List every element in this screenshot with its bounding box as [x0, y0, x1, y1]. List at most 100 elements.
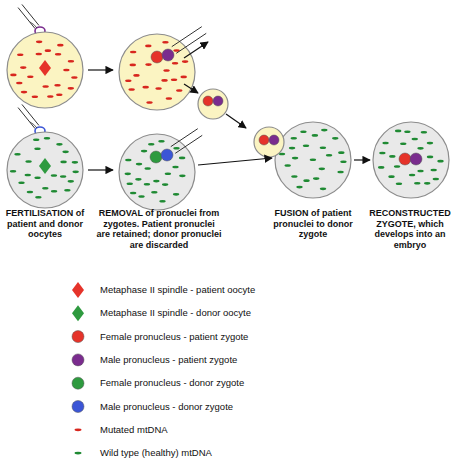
mtdna-mark: [172, 62, 178, 65]
mtdna-mark: [338, 151, 344, 154]
pipette-wall: [171, 129, 198, 147]
mtdna-mark: [179, 157, 185, 160]
mtdna-mark: [125, 159, 131, 162]
mtdna-mark: [125, 80, 131, 83]
mtdna-mark: [289, 147, 295, 150]
mtdna-mark: [144, 167, 150, 170]
mtdna-mark: [400, 142, 406, 145]
mtdna-mark: [146, 101, 152, 104]
mtdna-mark: [138, 195, 144, 198]
mtdna-mark: [16, 82, 22, 85]
spindle-donor: [39, 158, 51, 174]
mtdna-mark: [34, 147, 40, 150]
mtdna-mark: [36, 53, 42, 56]
mtdna-mark: [388, 175, 394, 178]
cell-membrane: [373, 122, 449, 198]
mtdna-mark: [21, 91, 27, 94]
mtdna-mark: [320, 188, 326, 191]
mtdna-mark: [72, 171, 78, 174]
cell: [7, 32, 83, 108]
mtdna-mark: [163, 69, 169, 72]
mtdna-mark: [36, 41, 42, 44]
mtdna-mark: [417, 147, 423, 150]
mtdna-mark: [337, 171, 343, 174]
legend-symbol: [72, 354, 84, 366]
mtdna-mark: [389, 155, 395, 158]
pipette-wall: [175, 135, 202, 153]
mtdna-mark: [165, 172, 171, 175]
mtdna-mark: [62, 151, 68, 154]
mtdna-mark: [313, 177, 319, 180]
mtdna-mark: [17, 53, 23, 56]
mtdna-mark: [437, 160, 443, 163]
mtdna-mark: [182, 60, 188, 63]
mtdna-mark: [173, 147, 179, 150]
mtdna-mark: [173, 193, 179, 196]
mtdna-mark: [127, 182, 133, 185]
mtdna-mark: [427, 142, 433, 145]
mtdna-mark: [18, 181, 24, 184]
mtdna-mark: [312, 134, 318, 137]
process-arrow: [184, 84, 198, 93]
mtdna-mark: [396, 183, 402, 186]
mtdna-mark: [303, 144, 309, 147]
mtdna-mark: [395, 130, 401, 133]
pipette-wall: [176, 33, 206, 53]
mtdna-mark: [42, 85, 48, 88]
mtdna-mark: [60, 175, 66, 178]
mtdna-mark: [42, 187, 48, 190]
mtdna-mark: [136, 163, 142, 166]
mtdna-mark: [72, 161, 78, 164]
legend-text: Mutated mtDNA: [100, 424, 168, 436]
legend-text: Female pronucleus - donor zygote: [100, 377, 244, 389]
process-arrow: [226, 114, 246, 128]
cell-membrane: [198, 89, 228, 119]
cell-membrane: [119, 34, 195, 110]
mtdna-mark: [319, 168, 325, 171]
mtdna-mark: [10, 74, 16, 77]
mtdna-mark: [404, 130, 410, 133]
mtdna-mark: [291, 175, 297, 178]
mtdna-mark: [34, 176, 40, 179]
legend-symbol: [75, 452, 82, 455]
legend-symbol: [72, 305, 84, 321]
mtdna-mark: [412, 138, 418, 141]
mtdna-mark: [296, 186, 302, 189]
mtdna-mark: [68, 60, 74, 63]
cell-membrane: [7, 32, 83, 108]
female-pronucleus-patient: [259, 135, 269, 145]
mtdna-mark: [47, 95, 53, 98]
mtdna-mark: [153, 180, 159, 183]
mtdna-mark: [45, 49, 51, 52]
mtdna-mark: [20, 66, 26, 69]
mtdna-mark: [155, 87, 161, 90]
cell-membrane: [275, 122, 351, 198]
mtdna-mark: [71, 76, 77, 79]
mtdna-mark: [162, 41, 168, 44]
mtdna-mark: [44, 137, 50, 140]
cell: [119, 134, 195, 210]
legend-text: Female pronucleus - patient zygote: [100, 331, 248, 343]
mtdna-mark: [430, 169, 436, 172]
mtdna-mark: [284, 164, 290, 167]
mtdna-mark: [159, 200, 165, 203]
mtdna-mark: [25, 160, 31, 163]
mtdna-mark: [54, 84, 60, 87]
legend-symbol: [72, 377, 84, 389]
mtdna-mark: [303, 179, 309, 182]
mtdna-mark: [68, 180, 74, 183]
legend-text: Wild type (healthy) mtDNA: [100, 447, 212, 459]
process-arrow: [88, 69, 113, 70]
mtdna-mark: [321, 129, 327, 132]
mtdna-mark: [128, 88, 134, 91]
mtdna-mark: [135, 178, 141, 181]
mtdna-mark: [64, 189, 70, 192]
cell: [275, 122, 351, 198]
step-caption: REMOVAL of pronuclei from zygotes. Patie…: [96, 208, 222, 250]
cell-membrane: [7, 132, 83, 208]
mtdna-mark: [32, 95, 38, 98]
mtdna-mark: [320, 146, 326, 149]
mtdna-mark: [130, 192, 136, 195]
mtdna-mark: [27, 75, 33, 78]
